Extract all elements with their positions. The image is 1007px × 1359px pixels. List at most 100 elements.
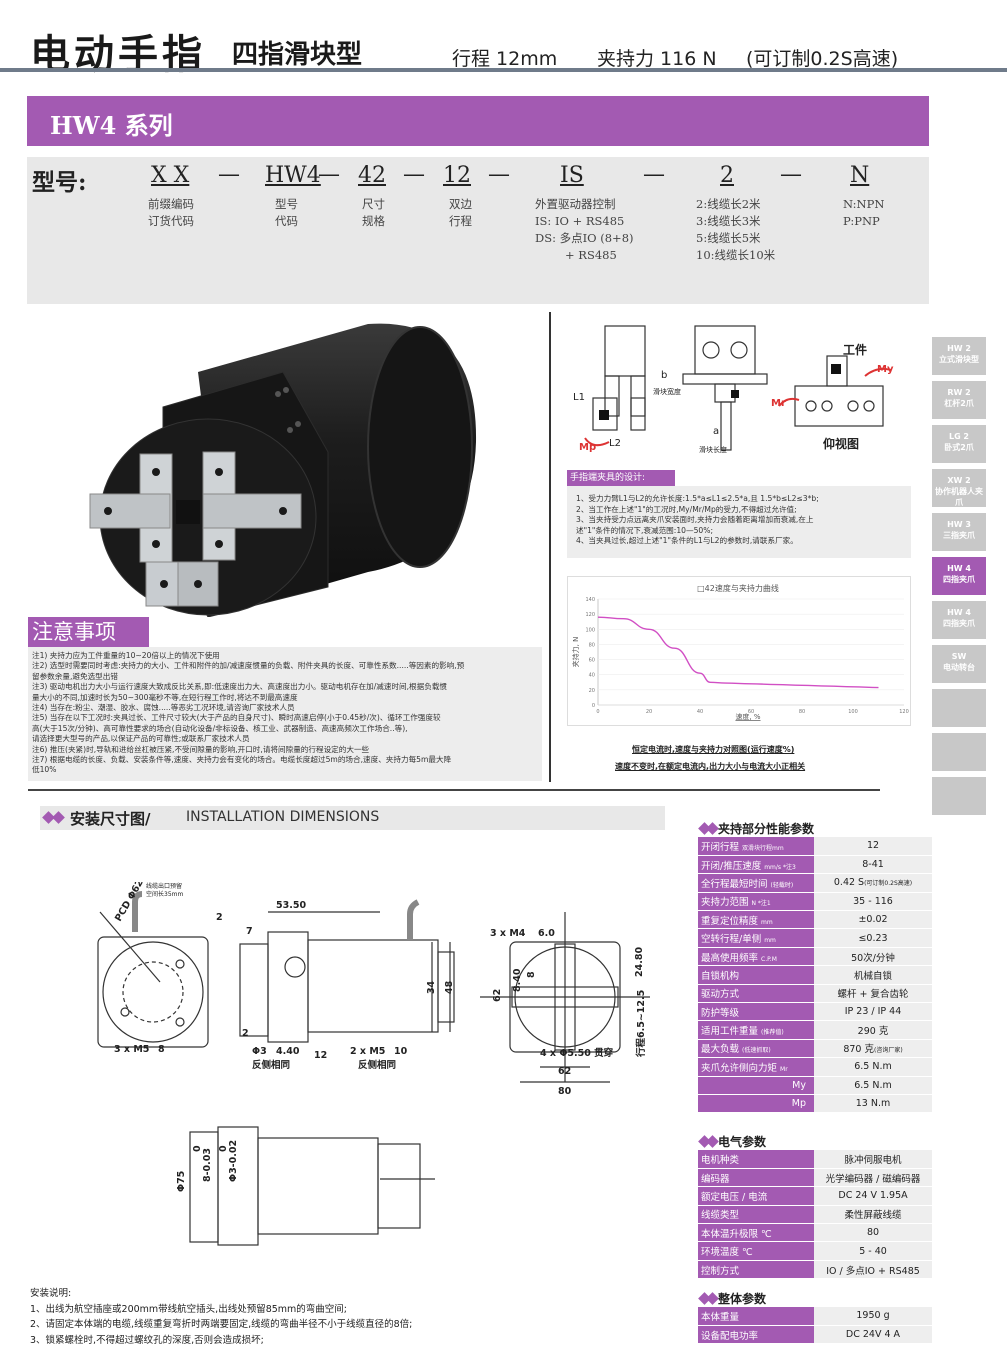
model-desc-type: 型号代码 (275, 197, 298, 228)
spec-value-label: 6.5 N.m (854, 1079, 892, 1091)
spec-key: Mp (698, 1094, 814, 1114)
spec-value-label: IP 23 / IP 44 (844, 1006, 902, 1018)
chart-series-line (597, 616, 879, 689)
model-dash: — (218, 162, 240, 187)
spec-key-note: My (792, 1079, 806, 1091)
spec-key: 最大负载(低速抓取) (698, 1039, 814, 1059)
spec-value: 螺杆 + 复合齿轮 (814, 984, 932, 1004)
chart-y-tick-label: 60 (589, 658, 595, 664)
model-dash: — (780, 162, 802, 187)
label-slide-width: 滑块宽度 (653, 387, 681, 396)
model-code-stroke: 12 (443, 163, 471, 188)
spec-value: 机械自锁 (814, 965, 932, 985)
installation-title-en: INSTALLATION DIMENSIONS (186, 809, 380, 825)
notes-list: 注1) 夹持力应为工件重量的10~20倍以上的情况下使用 注2) 选型时需要同时… (32, 651, 465, 775)
spec-row: 线缆类型 柔性屏蔽线缆 (698, 1205, 932, 1225)
spec-value-label: 0.42 S (833, 877, 865, 889)
dim-reverse-same-2: 反侧相同 (358, 1059, 396, 1071)
spec-row: 驱动方式螺杆 + 复合齿轮 (698, 984, 932, 1004)
spec-key-label: 空转行程/单侧 (701, 934, 762, 946)
dim-34: 34 (426, 980, 437, 994)
dim-m5-8-depth: 8 (158, 1044, 165, 1055)
model-dash: — (403, 162, 425, 187)
spec-value: IP 23 / IP 44 (814, 1002, 932, 1022)
spec-key: 防护等级 (698, 1002, 814, 1022)
dim-m4-depth: 6.0 (538, 928, 555, 939)
speed-force-chart: □42速度与夹持力曲线 速度, % 夹持力, N 020406080100120… (571, 583, 909, 721)
label-b: b (661, 370, 667, 381)
spec-value: IO / 多点IO + RS485 (814, 1260, 932, 1280)
model-dash: — (488, 162, 510, 187)
diamond-icon (706, 822, 719, 835)
spec-value-label: 光学编码器 / 磁编码器 (825, 1173, 921, 1185)
spec-value: ≤0.23 (814, 928, 932, 948)
spec-value-label: DC 24 V 1.95A (838, 1190, 908, 1202)
model-panel (27, 157, 929, 304)
label-work: 工件 (843, 342, 867, 357)
spec-key-label: 编码器 (701, 1173, 730, 1185)
spec-key-note: Mr (780, 1065, 788, 1073)
dim-75: Φ75 (176, 1171, 187, 1192)
spec-key-label: 最大负载 (701, 1044, 740, 1056)
chart-y-tick-label: 80 (589, 642, 595, 648)
dim-62b: 62 (558, 1066, 571, 1077)
spec-value-label: 6.5 N.m (854, 1061, 892, 1073)
spec-key: 线缆类型 (698, 1205, 814, 1225)
chart-ylabel: 夹持力, N (571, 637, 580, 668)
spec-key: 环境温度 ℃ (698, 1241, 814, 1261)
spec-value: 光学编码器 / 磁编码器 (814, 1168, 932, 1188)
label-l1: L1 (573, 392, 585, 403)
spec-key-note: mm (761, 918, 773, 926)
model-code-prefix: X X (151, 163, 190, 188)
spec-key-note: mm/s *注3 (764, 863, 796, 871)
spec-key-label: 环境温度 ℃ (701, 1247, 753, 1259)
spec-value-label: 50次/分钟 (851, 952, 895, 964)
spec-key-note: Mp (791, 1098, 806, 1110)
chart-x-tick-label: 40 (697, 709, 703, 715)
spec-value-label: 柔性屏蔽线缆 (844, 1210, 902, 1222)
side-tab-empty[interactable] (932, 733, 986, 771)
spec-value-label: 机械自锁 (853, 970, 892, 982)
chart-note-1: 恒定电流时,速度与夹持力对照图(运行速度%) (632, 745, 795, 754)
dim-7: 7 (246, 926, 253, 937)
spec-key-label: 最高使用频率 (701, 952, 759, 964)
header-stroke: 行程 12mm (452, 48, 558, 70)
spec-key-note: 双滑块行程mm (742, 844, 784, 852)
spec-value-label: 8-41 (862, 859, 884, 871)
dim-m5-10-depth: 10 (394, 1046, 408, 1057)
overall-specs-title: 整体参数 (718, 1292, 767, 1306)
spec-key-label: 开闭行程 (701, 841, 740, 853)
spec-key-label: 本体重量 (701, 1311, 740, 1323)
dim-cable-note1: 线缆出口预留 (146, 882, 182, 890)
side-tab-empty[interactable] (932, 777, 986, 815)
spec-value-note: (可订制0.2S高速) (864, 880, 913, 888)
side-tab-empty[interactable] (932, 689, 986, 727)
dim-3-440-depth: 4.40 (276, 1046, 300, 1057)
chart-x-tick-label: 60 (748, 709, 754, 715)
dim-reverse-same-1: 反侧相同 (252, 1059, 290, 1071)
dim-12: 12 (314, 1050, 327, 1061)
spec-value: ±0.02 (814, 910, 932, 930)
notes-title: 注意事项 (28, 617, 149, 647)
spec-value-label: 13 N.m (855, 1098, 891, 1110)
